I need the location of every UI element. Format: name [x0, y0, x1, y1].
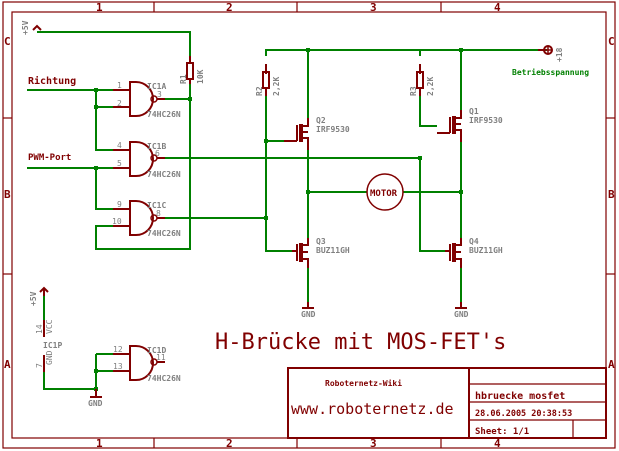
gate-ic1b: 4 5 6 IC1B 74HC26N [113, 141, 181, 179]
col-label-1: 1 [96, 1, 103, 14]
svg-text:IRF9530: IRF9530 [469, 116, 503, 125]
svg-text:Q1: Q1 [469, 107, 479, 116]
gnd-symbol-left: GND [301, 302, 316, 319]
gate-ic1c: 9 10 8 IC1C 74HC26N [112, 200, 181, 238]
resistor-r2: R2 2,2K [255, 64, 281, 96]
mosfet-q1: Q1 IRF9530 [437, 107, 503, 142]
svg-text:GND: GND [88, 399, 103, 408]
svg-text:Q4: Q4 [469, 237, 479, 246]
ic-power-pins: 14 VCC IC1P 7 GND [35, 319, 62, 372]
mosfet-q2: Q2 IRF9530 [284, 116, 350, 150]
titleblock-url: www.roboternetz.de [291, 400, 454, 418]
mosfet-q3: Q3 BUZ11GH [292, 237, 350, 268]
svg-text:BUZ11GH: BUZ11GH [469, 246, 503, 255]
row-label-a-right: A [608, 358, 615, 371]
gate-name: IC1D [147, 346, 166, 355]
svg-text:R1: R1 [179, 74, 188, 84]
svg-text:10K: 10K [196, 69, 205, 84]
svg-text:11: 11 [156, 353, 166, 362]
col-label-4-bottom: 4 [494, 437, 501, 450]
svg-text:10: 10 [112, 217, 122, 226]
gnd-symbol-right: GND [454, 302, 469, 319]
vcc-top-label: +5V [21, 20, 30, 35]
resistor-r3: R3 2,2K [409, 64, 435, 96]
vcc-symbol-bottom: +5V [29, 286, 49, 306]
richtung-net-label: Richtung [28, 75, 76, 87]
svg-text:IRF9530: IRF9530 [316, 125, 350, 134]
svg-text:12: 12 [113, 345, 123, 354]
motor: MOTOR [366, 173, 404, 211]
row-label-a: A [4, 358, 11, 371]
gate-name: IC1A [147, 82, 166, 91]
svg-text:GND: GND [45, 350, 54, 365]
title-block: Roboternetz-Wiki www.roboternetz.de hbru… [287, 367, 607, 439]
svg-text:14: 14 [35, 324, 44, 334]
svg-text:7: 7 [35, 363, 44, 368]
svg-text:8: 8 [156, 209, 161, 218]
col-label-1-bottom: 1 [96, 437, 103, 450]
col-label-2: 2 [226, 1, 233, 14]
titleblock-sheet: Sheet: 1/1 [475, 427, 529, 437]
col-label-3: 3 [370, 1, 377, 14]
svg-text:Q3: Q3 [316, 237, 326, 246]
svg-text:Q2: Q2 [316, 116, 326, 125]
svg-text:2,2K: 2,2K [426, 77, 435, 96]
pwm-net-label: PWM-Port [28, 153, 71, 163]
gate-name: IC1C [147, 201, 166, 210]
vcc-bottom-label: +5V [29, 291, 38, 306]
svg-text:6: 6 [155, 149, 160, 158]
supply-value: +18 [555, 47, 564, 62]
supply-symbol: +18 Betriebsspannung [512, 45, 589, 77]
gate-type: 74HC26N [147, 229, 181, 238]
gate-ic1a: 1 2 3 IC1A 74HC26N [113, 81, 181, 119]
mosfet-q4: Q4 BUZ11GH [445, 237, 503, 268]
gate-ic1d: 12 13 11 IC1D 74HC26N [113, 345, 181, 383]
row-label-b: B [4, 188, 11, 201]
vcc-symbol-top: +5V [21, 20, 42, 35]
svg-text:13: 13 [113, 362, 123, 371]
supply-net-label: Betriebsspannung [512, 67, 589, 77]
wires [27, 31, 547, 391]
svg-text:R2: R2 [255, 86, 264, 96]
svg-text:5: 5 [117, 159, 122, 168]
col-label-3-bottom: 3 [370, 437, 377, 450]
gnd-symbol-bottom: GND [88, 389, 103, 408]
power-ic-name: IC1P [43, 341, 62, 350]
row-label-c-right: C [608, 35, 615, 48]
svg-text:VCC: VCC [45, 319, 54, 334]
motor-label: MOTOR [370, 189, 398, 199]
svg-text:2,2K: 2,2K [272, 77, 281, 96]
svg-text:9: 9 [117, 200, 122, 209]
resistor-r1: R1 10K [179, 56, 205, 84]
schematic-title: H-Brücke mit MOS-FET's [215, 330, 506, 355]
titleblock-org: Roboternetz-Wiki [325, 378, 402, 388]
gate-type: 74HC26N [147, 170, 181, 179]
svg-text:R3: R3 [409, 86, 418, 96]
titleblock-filename: hbruecke mosfet [475, 391, 565, 402]
row-label-c: C [4, 35, 11, 48]
gate-name: IC1B [147, 142, 166, 151]
gate-type: 74HC26N [147, 374, 181, 383]
gate-type: 74HC26N [147, 110, 181, 119]
svg-text:3: 3 [157, 90, 162, 99]
svg-text:4: 4 [117, 141, 122, 150]
svg-text:2: 2 [117, 99, 122, 108]
svg-text:1: 1 [117, 81, 122, 90]
svg-text:GND: GND [454, 310, 469, 319]
titleblock-datetime: 28.06.2005 20:38:53 [475, 409, 572, 419]
col-label-2-bottom: 2 [226, 437, 233, 450]
row-label-b-right: B [608, 188, 615, 201]
col-label-4: 4 [494, 1, 501, 14]
svg-text:GND: GND [301, 310, 316, 319]
svg-text:BUZ11GH: BUZ11GH [316, 246, 350, 255]
